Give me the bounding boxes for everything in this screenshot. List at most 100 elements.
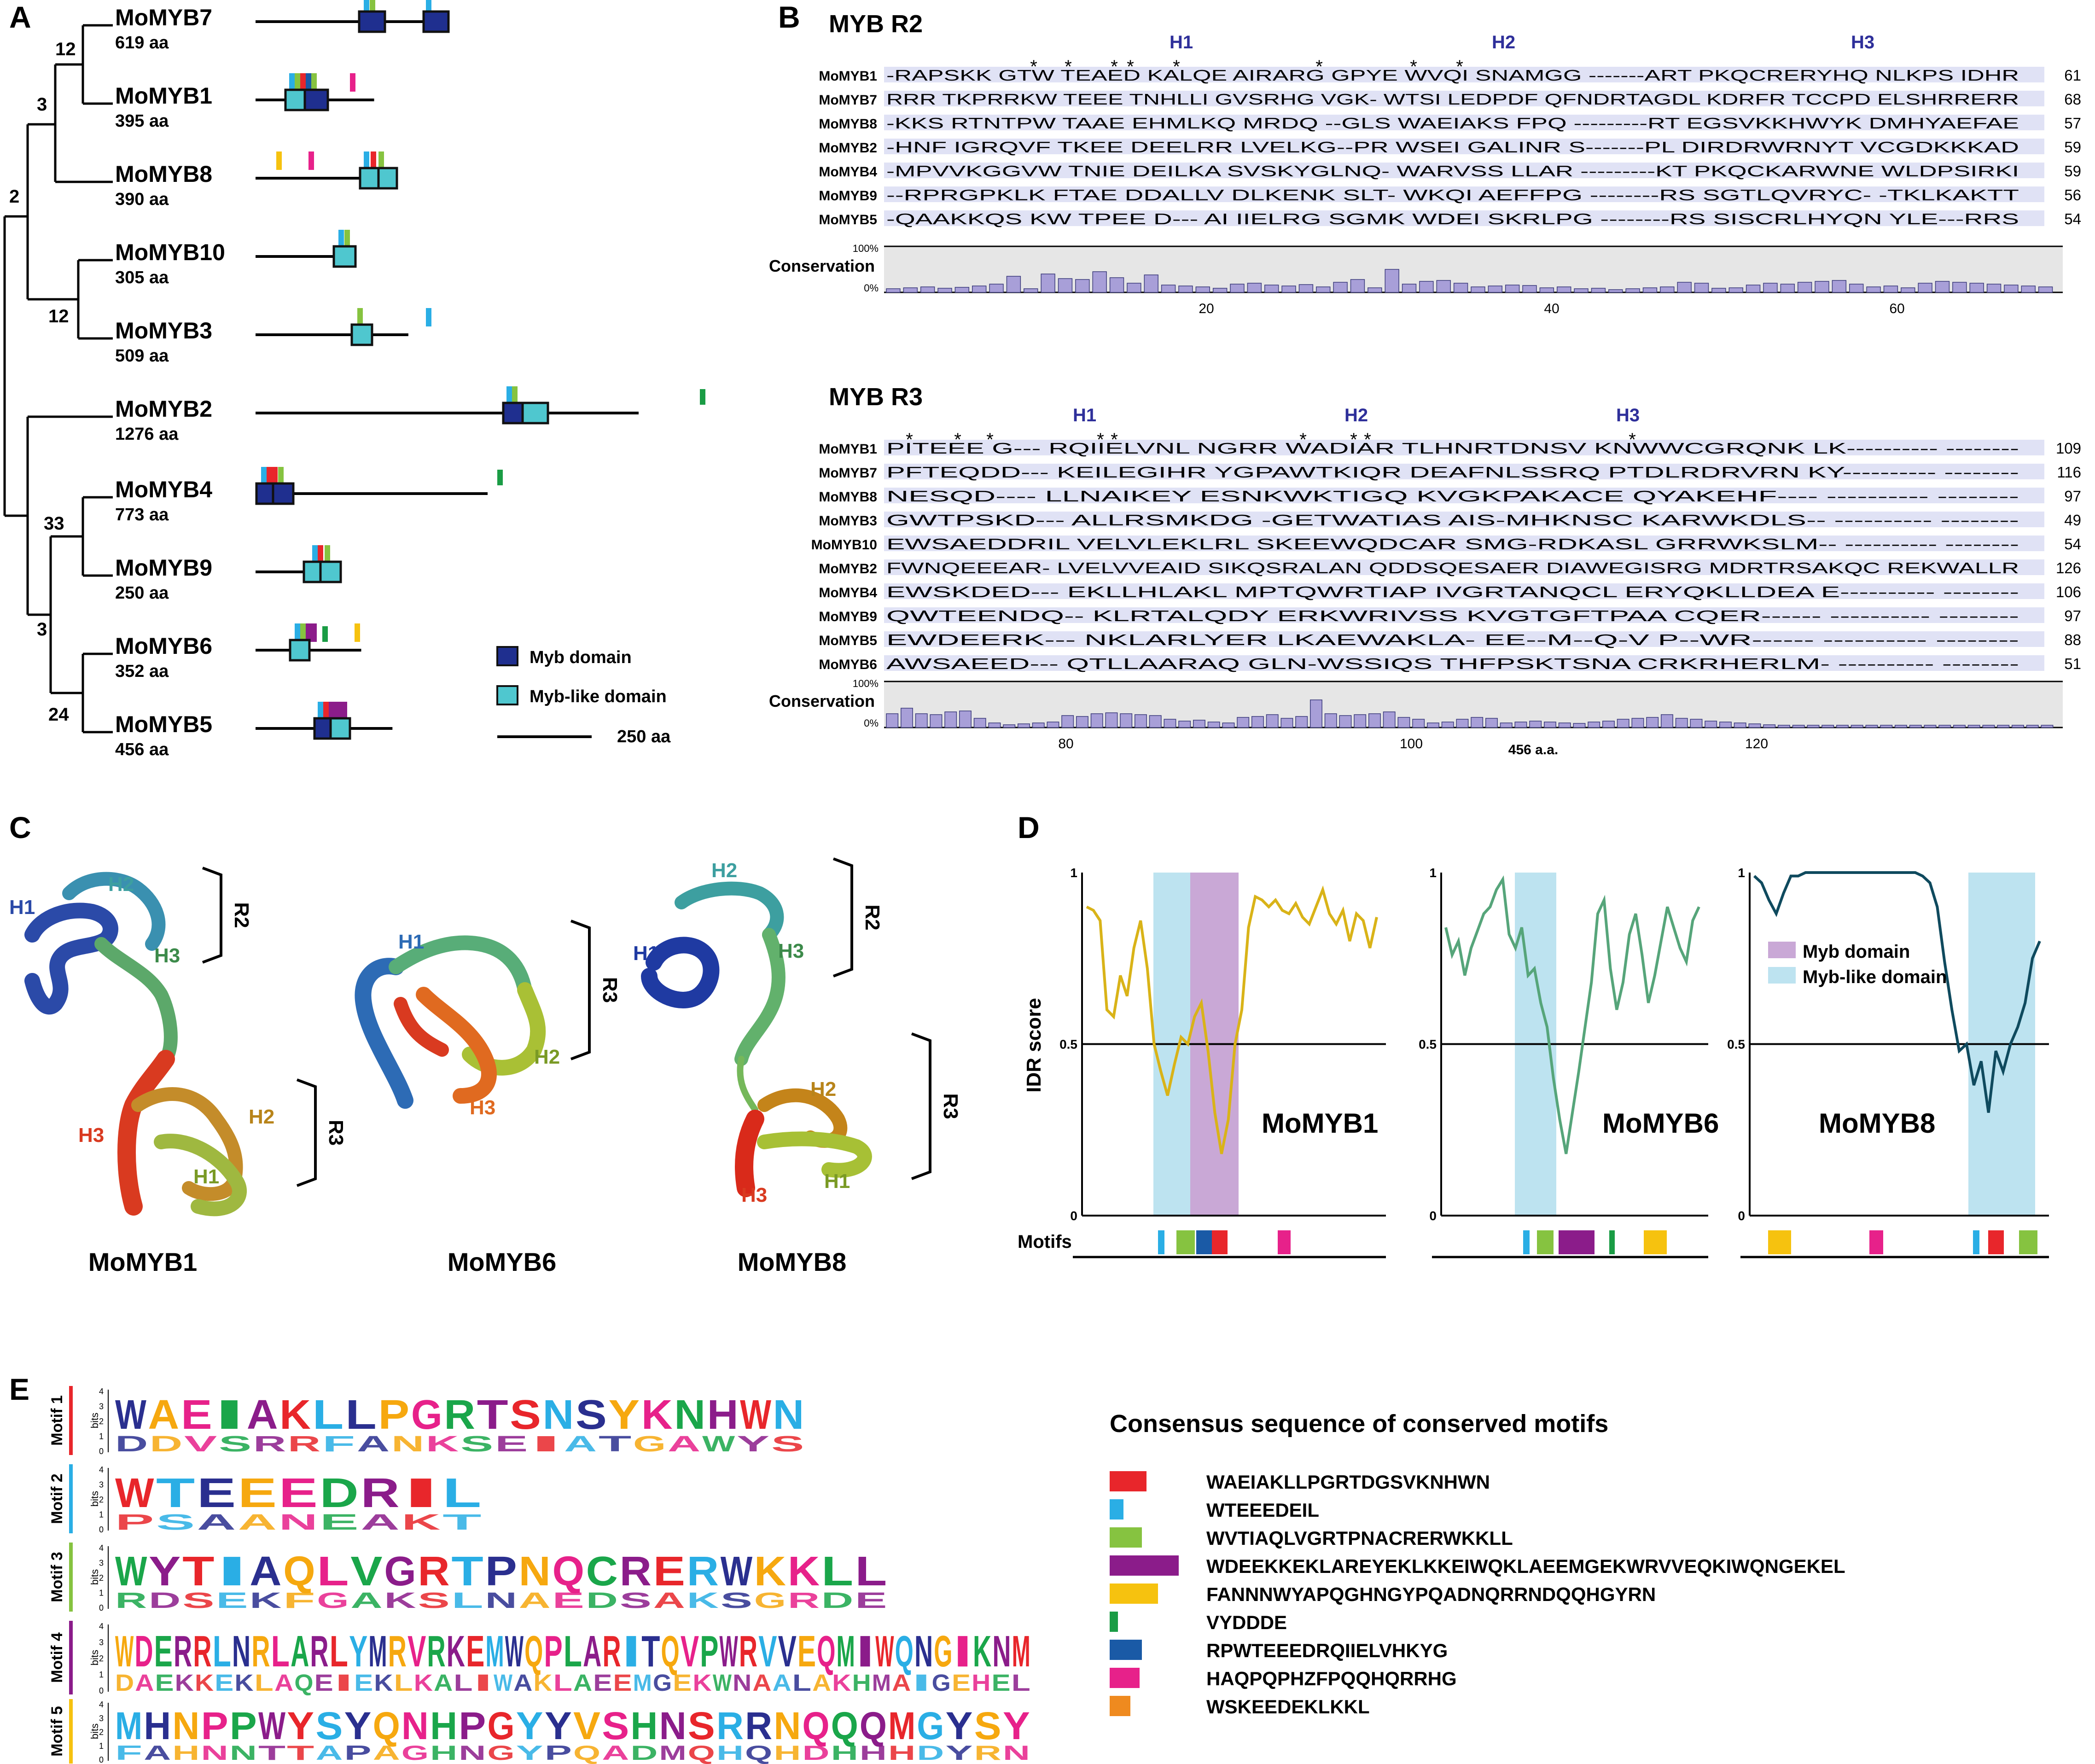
r2-title: MYB R2 bbox=[829, 10, 923, 38]
logo-letter: R bbox=[174, 1627, 192, 1676]
r2-row-end: 57 bbox=[2064, 115, 2081, 132]
r3-row-seq: AWSAEED--- QTLLAARAQ GLN-WSSIQS THFPSKTS… bbox=[886, 655, 2019, 672]
legend-myb-like-label: Myb-like domain bbox=[530, 687, 667, 706]
bits-tick: 4 bbox=[99, 1700, 104, 1709]
logo-letter: S bbox=[315, 1704, 343, 1747]
logo-letter: D bbox=[149, 1589, 180, 1613]
r2-conservation-bar bbox=[937, 288, 952, 293]
logo-letter: Q bbox=[831, 1704, 858, 1747]
domain-box-myb_like bbox=[289, 639, 311, 662]
protein-length-MoMYB5: 456 aa bbox=[115, 740, 169, 759]
motif-mark bbox=[338, 230, 344, 248]
logo-letter: G bbox=[487, 1741, 514, 1764]
structure-name: MoMYB1 bbox=[88, 1247, 197, 1276]
logo-letter: T bbox=[182, 1549, 214, 1595]
r2-conservation-bar bbox=[1763, 283, 1778, 293]
logo-letter: M bbox=[872, 1670, 891, 1696]
logo-letter: Y bbox=[945, 1741, 972, 1764]
consensus-swatch bbox=[1110, 1584, 1158, 1604]
logo-letter: D bbox=[586, 1589, 618, 1613]
logo-letter: I bbox=[474, 1670, 493, 1696]
r2-row-seq: -MPVVKGGVW TNIE DEILKA SVSKYGLNQ- WARVSS… bbox=[886, 163, 2019, 180]
r3-row-name: MoMYB8 bbox=[819, 489, 877, 505]
helix-label: H2 bbox=[249, 1106, 274, 1128]
logo-letter: W bbox=[258, 1704, 286, 1747]
logo-letter: W bbox=[713, 1670, 732, 1696]
logo-letter: S bbox=[460, 1432, 493, 1456]
r3-conservation-bar bbox=[1617, 719, 1629, 728]
consensus-swatch bbox=[1110, 1555, 1179, 1576]
r3-conservation-bar bbox=[1748, 723, 1761, 728]
logo-letter: G bbox=[633, 1432, 666, 1456]
r3-conservation-bar bbox=[1573, 723, 1586, 728]
logo-letter: T bbox=[477, 1392, 508, 1438]
r3-row-end: 51 bbox=[2064, 655, 2081, 672]
bits-tick: 1 bbox=[99, 1432, 104, 1441]
logo-letter: R bbox=[716, 1704, 744, 1747]
r3-row-seq: EWSKDED--- EKLLHLAKL MPTQWRTIAP IVGRTANQ… bbox=[886, 583, 2019, 600]
consensus-sequence: FANNNWYAPQGHNGYPQADNQRRNDQQHGYRN bbox=[1206, 1584, 1656, 1605]
r3-conservation-bar bbox=[1602, 721, 1615, 728]
logo-letter: E bbox=[952, 1670, 971, 1696]
r3-row-seq: EWDEERK--- NKLARLYER LKAEWAKLA- EE--M--Q… bbox=[886, 631, 2019, 648]
logo-letter: S bbox=[510, 1392, 541, 1438]
logo-letter: H bbox=[630, 1704, 658, 1747]
r2-conservation-bar bbox=[1608, 289, 1623, 293]
logo-letter: N bbox=[774, 1704, 801, 1747]
logo-letter: E bbox=[238, 1470, 277, 1516]
logo-letter: A bbox=[274, 1670, 293, 1696]
motif-logo-label: Motif 1 bbox=[48, 1395, 66, 1446]
logo-letter: N bbox=[391, 1432, 424, 1456]
structure-name: MoMYB6 bbox=[448, 1247, 556, 1276]
bootstrap-value: 12 bbox=[55, 39, 76, 59]
r2-conservation-bar bbox=[1522, 285, 1537, 293]
r2-row-name: MoMYB2 bbox=[819, 140, 877, 156]
logo-letter: E bbox=[495, 1432, 528, 1456]
protein-length-MoMYB3: 509 aa bbox=[115, 346, 169, 366]
logo-letter: A bbox=[583, 1627, 601, 1676]
domain-box-myb bbox=[422, 10, 450, 33]
r3-tick: 80 bbox=[1058, 736, 1073, 751]
r2-conservation-bar bbox=[1058, 278, 1073, 293]
r3-row-name: MoMYB4 bbox=[819, 585, 877, 600]
logo-letter: W bbox=[115, 1549, 147, 1595]
plot-name: MoMYB8 bbox=[1819, 1108, 1935, 1139]
r3-conservation-bar bbox=[1514, 722, 1527, 728]
ytick: 0.5 bbox=[1727, 1037, 1745, 1052]
logo-letter: A bbox=[315, 1741, 343, 1764]
motif-color-bar bbox=[69, 1464, 73, 1533]
logo-letter: P bbox=[485, 1549, 517, 1595]
domain-box-myb_like bbox=[329, 717, 351, 740]
bits-label: bits bbox=[89, 1650, 100, 1665]
legend-myb-like-swatch bbox=[496, 685, 518, 705]
logo-letter: E bbox=[197, 1470, 236, 1516]
protein-length-MoMYB10: 305 aa bbox=[115, 268, 169, 287]
motif-mark bbox=[506, 386, 512, 405]
logo-letter: S bbox=[602, 1704, 629, 1747]
logo-letter: T bbox=[451, 1549, 483, 1595]
bootstrap-value: 33 bbox=[44, 513, 64, 534]
motif-box bbox=[1973, 1230, 1979, 1254]
logo-letter: A bbox=[573, 1670, 592, 1696]
logo-letter: Q bbox=[524, 1627, 543, 1676]
logo-letter: H bbox=[831, 1741, 858, 1764]
domain-box-myb_like bbox=[319, 560, 342, 583]
logo-letter: Y bbox=[349, 1627, 367, 1676]
bits-label: bits bbox=[89, 1413, 100, 1428]
r3-conservation-bar bbox=[1047, 722, 1059, 728]
bits-tick: 4 bbox=[99, 1465, 104, 1474]
consensus-sequence: RPWTEEEDRQIIELVHKYG bbox=[1206, 1640, 1448, 1661]
r2-conservation-bar bbox=[1918, 283, 1932, 293]
r3-conservation-bar bbox=[1661, 714, 1673, 728]
logo-letter: T bbox=[599, 1432, 631, 1456]
helix-label: H3 bbox=[778, 940, 804, 962]
r2-row-band bbox=[884, 67, 2044, 82]
logo-letter: H bbox=[172, 1741, 199, 1764]
logo-letter: L bbox=[394, 1670, 413, 1696]
motif-logo-label: Motif 3 bbox=[48, 1552, 66, 1602]
r2-asterisk: * bbox=[1315, 57, 1323, 77]
bits-tick: 0 bbox=[99, 1755, 104, 1764]
r2-conservation-bar bbox=[1952, 282, 1967, 293]
logo-letter: Y bbox=[344, 1704, 372, 1747]
